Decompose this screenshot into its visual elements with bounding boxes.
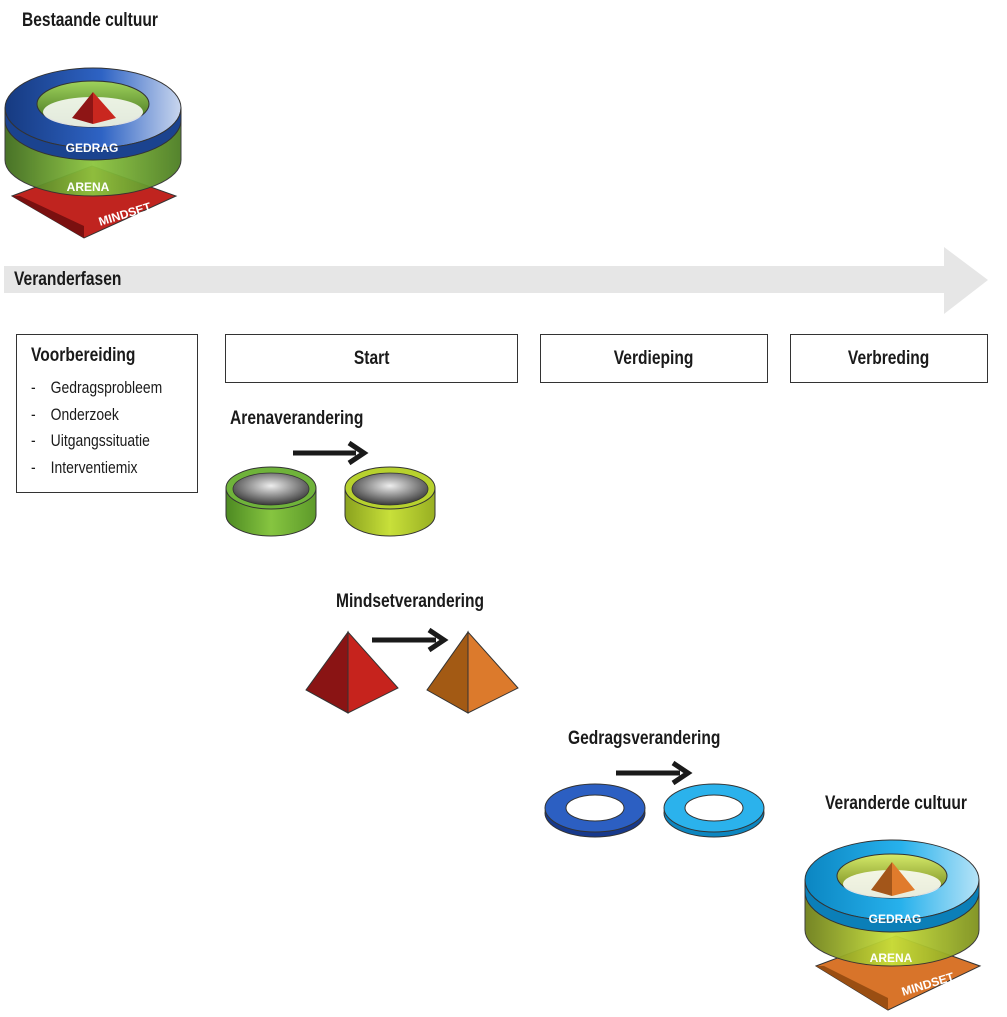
arena-change-title: Arenaverandering — [230, 408, 364, 429]
phase-start-label: Start — [353, 347, 390, 369]
new-label-gedrag: GEDRAG — [869, 912, 922, 926]
behavior-change-title: Gedragsverandering — [568, 728, 721, 749]
old-inner-pyramid — [72, 92, 116, 124]
behavior-ring-before — [544, 783, 646, 838]
preparation-title: Voorbereiding — [31, 345, 136, 366]
behavior-ring-after — [663, 783, 765, 838]
arena-change-arrow — [293, 440, 369, 466]
old-label-gedrag: GEDRAG — [66, 141, 119, 155]
preparation-list: -Gedragsprobleem -Onderzoek -Uitgangssit… — [31, 375, 162, 481]
existing-culture-title: Bestaande cultuur — [22, 10, 158, 31]
mindset-change-title: Mindsetverandering — [336, 591, 485, 612]
phase-broadening-label: Verbreding — [848, 347, 930, 369]
phase-deepening: Verdieping — [540, 334, 768, 383]
new-label-arena: ARENA — [870, 951, 913, 965]
new-inner-pyramid — [871, 862, 915, 896]
phases-arrow-label: Veranderfasen — [14, 269, 122, 290]
phase-deepening-label: Verdieping — [614, 347, 694, 369]
old-label-arena: ARENA — [67, 180, 110, 194]
preparation-box: Voorbereiding -Gedragsprobleem -Onderzoe… — [16, 334, 198, 493]
arena-ring-before — [225, 466, 317, 537]
changed-culture-title: Veranderde cultuur — [825, 793, 968, 814]
list-item: -Interventiemix — [31, 457, 138, 477]
arena-ring-after — [344, 466, 436, 537]
list-item: -Gedragsprobleem — [31, 378, 163, 397]
old-behavior-ring — [4, 67, 182, 161]
list-item: -Onderzoek — [31, 404, 119, 424]
mindset-pyramid-after — [426, 630, 519, 714]
behavior-change-arrow — [616, 760, 693, 786]
phases-arrow — [4, 247, 988, 314]
list-item: -Uitgangssituatie — [31, 431, 150, 450]
phase-start: Start — [225, 334, 518, 383]
mindset-change-arrow — [372, 627, 449, 653]
phase-broadening: Verbreding — [790, 334, 988, 383]
mindset-pyramid-before — [305, 630, 399, 714]
